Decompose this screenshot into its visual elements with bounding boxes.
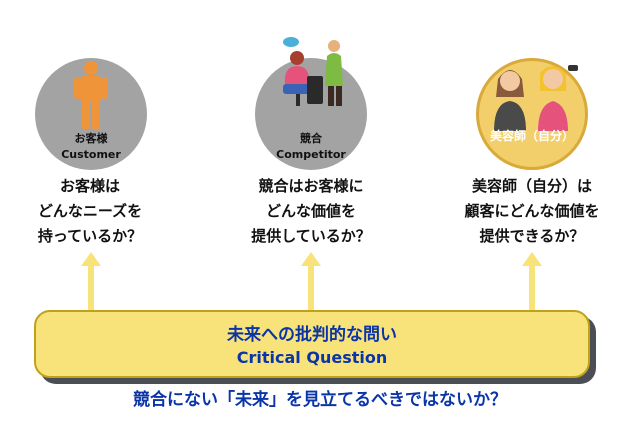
hairdresser-circle: 美容師（自分）	[476, 58, 588, 170]
competitor-label-en: Competitor	[276, 148, 346, 161]
hairdresser-question-line2: 顧客にどんな価値を	[464, 202, 600, 220]
hairdresser-question: 美容師（自分）は 顧客にどんな価値を 提供できるか？	[432, 174, 632, 249]
arrow-up-customer	[81, 252, 101, 314]
arrow-up-competitor	[301, 252, 321, 314]
competitor-question: 競合はお客様に どんな価値を 提供しているか？	[211, 174, 411, 249]
customer-question-line1: お客様は	[59, 177, 120, 195]
customer-label-en: Customer	[61, 148, 121, 161]
hairdresser-label-jp: 美容師（自分）	[489, 129, 574, 143]
competitor-question-line2: どんな価値を	[265, 202, 356, 220]
arrow-up-hairdresser	[522, 252, 542, 314]
competitor-circle: 競合 Competitor	[255, 37, 367, 170]
banner-subtitle: Critical Question	[236, 348, 388, 367]
competitor-question-line3: 提供しているか？	[251, 227, 371, 245]
customer-question-line3: 持っているか？	[37, 227, 143, 245]
customer-label-jp: お客様	[74, 132, 108, 145]
critical-question-banner: 未来への批判的な問い Critical Question	[34, 310, 590, 378]
person-icon	[74, 61, 108, 130]
bottom-question: 競合にない「未来」を見立てるべきではないか？	[133, 390, 507, 410]
competitor-question-line1: 競合はお客様に	[258, 177, 364, 195]
hair-salon-icon	[283, 37, 343, 106]
banner-title: 未来への批判的な問い	[227, 325, 397, 345]
hairdresser-icon	[494, 65, 578, 131]
competitor-label-jp: 競合	[300, 132, 322, 145]
hairdresser-question-line1: 美容師（自分）は	[471, 177, 592, 195]
hairdresser-question-line3: 提供できるか？	[479, 227, 585, 245]
customer-question-line2: どんなニーズを	[37, 202, 143, 220]
customer-question: お客様は どんなニーズを 持っているか？	[0, 174, 190, 249]
customer-circle: お客様 Customer	[35, 58, 147, 170]
